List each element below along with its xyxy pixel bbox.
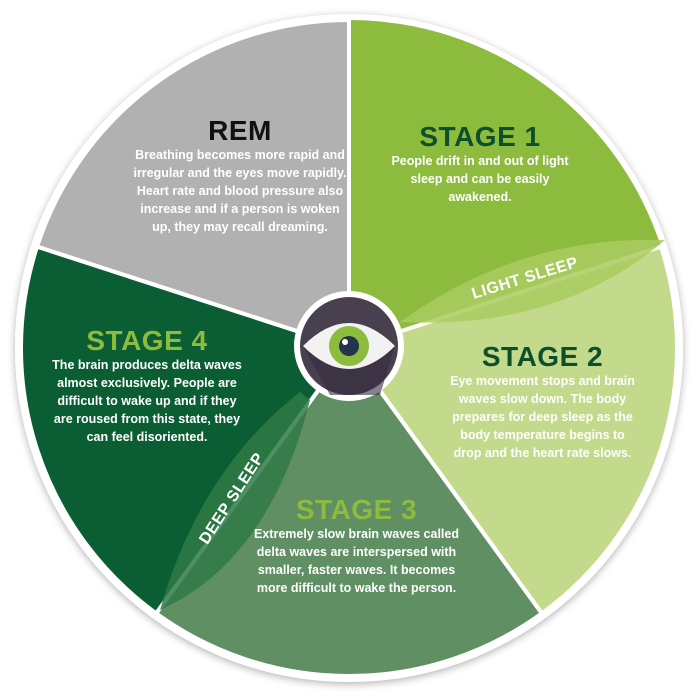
stage4-description: The brain produces delta waves almost ex… xyxy=(52,358,242,444)
rem-description: Breathing becomes more rapid and irregul… xyxy=(133,148,347,234)
stage1-title: STAGE 1 xyxy=(419,121,541,152)
segment-stage4: STAGE 4 The brain produces delta waves a… xyxy=(52,326,242,446)
stage1-description: People drift in and out of light sleep a… xyxy=(391,154,569,204)
wedge-stage2 xyxy=(345,244,680,617)
stage2-description: Eye movement stops and brain waves slow … xyxy=(450,374,635,460)
segment-stage1: STAGE 1 People drift in and out of light… xyxy=(390,122,570,206)
wedge-rem xyxy=(34,17,351,351)
stage3-title: STAGE 3 xyxy=(295,494,418,525)
stage3-description: Extremely slow brain waves called delta … xyxy=(254,527,459,595)
wedge-stage4 xyxy=(19,244,353,617)
wedge-stage3 xyxy=(153,344,545,679)
segment-rem: REM Breathing becomes more rapid and irr… xyxy=(130,116,350,236)
segment-stage2: STAGE 2 Eye movement stops and brain wav… xyxy=(450,342,635,462)
eye-icon xyxy=(294,291,404,401)
rem-title: REM xyxy=(208,115,272,146)
divider-line xyxy=(347,346,544,615)
stage2-title: STAGE 2 xyxy=(481,341,604,372)
stage4-title: STAGE 4 xyxy=(86,325,208,356)
segment-stage3: STAGE 3 Extremely slow brain waves calle… xyxy=(254,495,459,597)
light-sleep-band xyxy=(400,239,665,323)
deep-sleep-band xyxy=(160,392,310,610)
